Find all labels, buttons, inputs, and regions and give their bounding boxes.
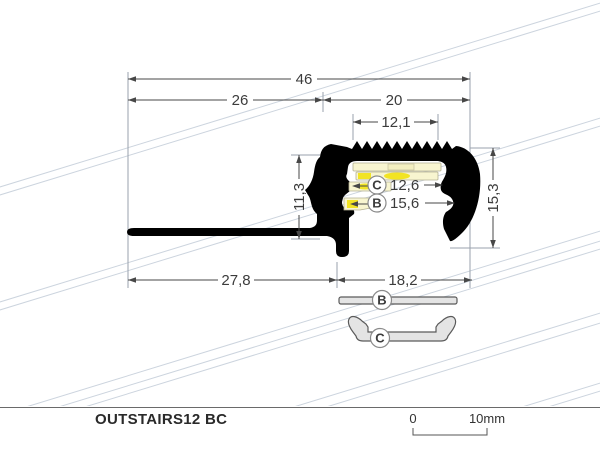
profile-outstairs12-cross-section bbox=[127, 141, 481, 257]
dimension-right-height: 15,3 bbox=[485, 148, 502, 248]
dim-label-20: 20 bbox=[386, 92, 403, 109]
top-led-chip bbox=[384, 172, 410, 180]
dim-label-15-3: 15,3 bbox=[485, 183, 502, 212]
dim-label-26: 26 bbox=[232, 92, 249, 109]
scale-ten-label: 10mm bbox=[469, 411, 505, 426]
insert-c-marker-letter: C bbox=[375, 331, 385, 346]
dim-label-46: 46 bbox=[296, 71, 313, 88]
leader-cover-c: C 12,6 bbox=[352, 175, 443, 195]
dimension-left-section: 26 bbox=[128, 92, 323, 109]
footer: OUTSTAIRS12 BC 0 10mm bbox=[0, 407, 600, 436]
dimension-right-section: 20 bbox=[323, 92, 470, 109]
dim-label-12-6: 12,6 bbox=[390, 177, 419, 194]
top-led-chip-left bbox=[358, 173, 371, 179]
dim-label-27-8: 27,8 bbox=[221, 272, 250, 289]
top-diffuser-detail bbox=[387, 163, 415, 171]
dim-label-15-6: 15,6 bbox=[390, 195, 419, 212]
insert-c-channel-profile: C bbox=[347, 315, 457, 349]
dimension-bottom-right-width: 18,2 bbox=[337, 272, 472, 289]
leader-cover-b: B 15,6 bbox=[350, 193, 455, 213]
dimension-left-height: 11,3 bbox=[291, 155, 308, 239]
insert-b-marker-letter: B bbox=[377, 293, 386, 308]
marker-b-letter: B bbox=[372, 196, 381, 211]
marker-b-circle bbox=[367, 193, 387, 213]
marker-c-letter: C bbox=[372, 178, 382, 193]
scale-zero-label: 0 bbox=[409, 411, 416, 426]
dim-label-11-3: 11,3 bbox=[291, 183, 308, 211]
scale-bar-bracket bbox=[412, 428, 488, 436]
insert-b-marker-circle bbox=[371, 289, 393, 311]
dimension-top-inner-width: 12,1 bbox=[353, 114, 438, 131]
profile-title: OUTSTAIRS12 BC bbox=[95, 411, 227, 428]
dimension-overall-width: 46 bbox=[128, 71, 470, 88]
dim-label-12-1: 12,1 bbox=[381, 114, 410, 131]
dim-label-18-2: 18,2 bbox=[388, 272, 417, 289]
dimension-bottom-left-width: 27,8 bbox=[128, 272, 337, 289]
insert-b-cover-profile: B bbox=[338, 289, 458, 311]
insert-c-marker-circle bbox=[369, 327, 391, 349]
